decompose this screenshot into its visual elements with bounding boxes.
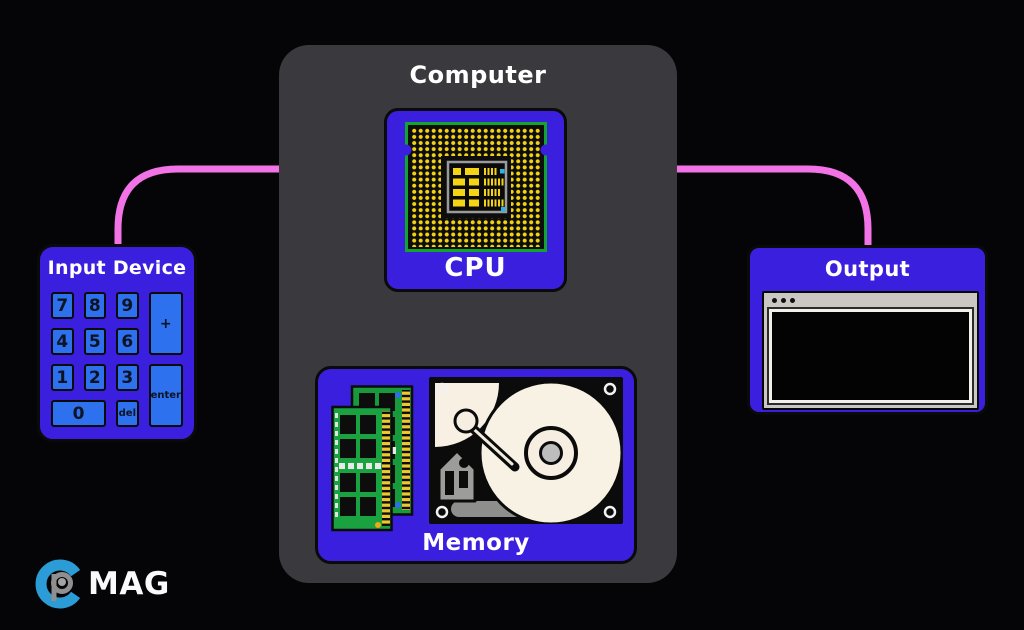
output-title: Output bbox=[824, 257, 911, 281]
key-2: 2 bbox=[83, 364, 107, 391]
cpu-chip-icon bbox=[404, 122, 547, 252]
monitor-screen bbox=[772, 312, 969, 400]
window-dot-icon bbox=[781, 297, 786, 303]
key-plus: + bbox=[148, 292, 183, 355]
window-dot-icon bbox=[772, 297, 777, 303]
monitor-bezel bbox=[767, 307, 974, 405]
wire-input-to-cpu bbox=[114, 165, 386, 248]
monitor-titlebar bbox=[764, 293, 977, 307]
cpu-label: CPU bbox=[444, 253, 507, 283]
key-0: 0 bbox=[51, 400, 107, 427]
key-6: 6 bbox=[116, 328, 139, 355]
key-del: del bbox=[116, 400, 139, 427]
monitor-window-icon bbox=[762, 291, 979, 410]
output-node: Output bbox=[747, 245, 988, 415]
logo-text: MAG bbox=[88, 566, 170, 602]
numeric-keypad: 7 8 9 + 4 5 6 1 2 3 enter 0 del bbox=[51, 292, 183, 427]
hard-disk-icon bbox=[429, 377, 623, 524]
input-device-node: Input Device 7 8 9 + 4 5 6 1 2 3 enter 0… bbox=[37, 244, 197, 442]
cpu-node: CPU bbox=[384, 108, 567, 292]
wire-cpu-to-output bbox=[565, 165, 872, 249]
key-5: 5 bbox=[83, 328, 107, 355]
window-dot-icon bbox=[790, 297, 795, 303]
key-8: 8 bbox=[83, 292, 107, 319]
computer-title: Computer bbox=[409, 61, 547, 89]
key-1: 1 bbox=[51, 364, 74, 391]
memory-label: Memory bbox=[422, 530, 530, 556]
key-enter: enter bbox=[148, 364, 183, 427]
input-device-title: Input Device bbox=[47, 257, 187, 279]
key-9: 9 bbox=[116, 292, 139, 319]
pcmag-logo-icon bbox=[35, 559, 81, 609]
key-7: 7 bbox=[51, 292, 74, 319]
key-3: 3 bbox=[116, 364, 139, 391]
key-4: 4 bbox=[51, 328, 74, 355]
pcmag-logo: MAG bbox=[33, 557, 170, 611]
memory-node: Memory bbox=[315, 366, 637, 564]
ram-stick-icon bbox=[331, 385, 414, 532]
